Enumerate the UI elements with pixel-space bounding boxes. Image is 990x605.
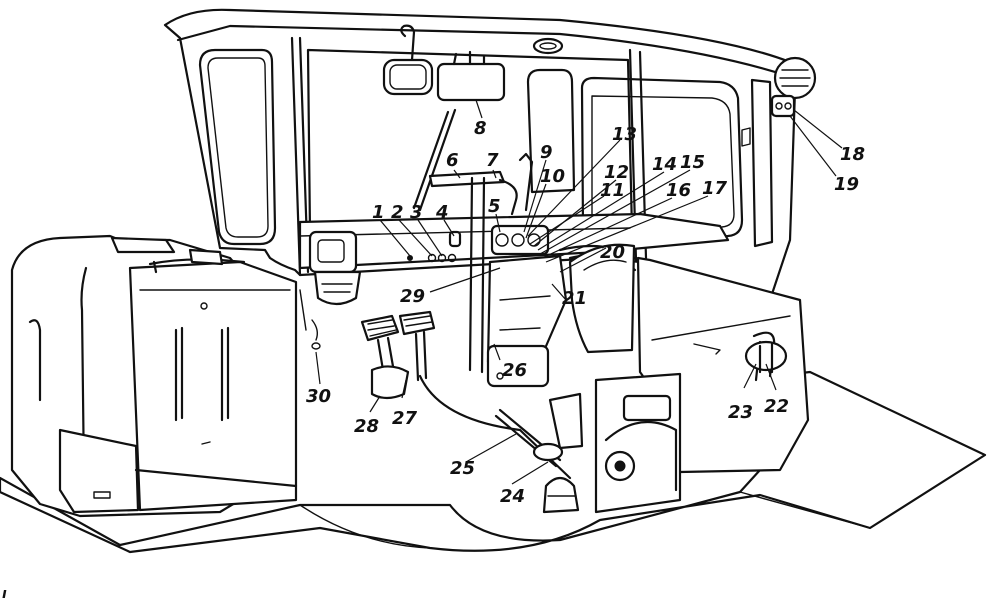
callout-8: 8 xyxy=(474,118,487,139)
callout-leaders xyxy=(315,99,843,485)
sun-visor xyxy=(436,50,506,102)
callout-17: 17 xyxy=(702,178,728,199)
callout-15: 15 xyxy=(680,152,705,173)
floor-lever xyxy=(494,392,584,514)
callout-5: 5 xyxy=(488,196,501,217)
callout-28: 28 xyxy=(354,416,379,437)
callout-30: 30 xyxy=(306,386,331,407)
seat xyxy=(568,243,636,354)
callout-13: 13 xyxy=(612,124,637,145)
callout-11: 11 xyxy=(600,180,625,201)
callout-19: 19 xyxy=(834,174,859,195)
callout-3: 3 xyxy=(410,202,423,223)
corner-mark: ı xyxy=(2,586,7,600)
clutch-pedal xyxy=(360,314,410,400)
callout-7: 7 xyxy=(486,150,499,171)
callout-16: 16 xyxy=(666,180,691,201)
brake-pedal xyxy=(398,310,572,480)
callout-1: 1 xyxy=(372,202,385,223)
callout-14: 14 xyxy=(652,154,677,175)
callout-6: 6 xyxy=(446,150,459,171)
callout-4: 4 xyxy=(435,202,449,223)
callout-25: 25 xyxy=(450,458,475,479)
callout-18: 18 xyxy=(840,144,865,165)
callout-20: 20 xyxy=(600,242,625,263)
control-levers xyxy=(407,108,568,388)
callout-2: 2 xyxy=(391,202,404,223)
cab-lamp xyxy=(770,56,817,118)
rear-view-mirror xyxy=(382,24,434,96)
callout-12: 12 xyxy=(604,162,629,183)
callout-26: 26 xyxy=(502,360,527,381)
callout-labels: 1 2 3 4 5 6 7 8 9 10 11 12 13 14 15 16 1… xyxy=(2,118,865,602)
callout-22: 22 xyxy=(764,396,789,417)
callout-10: 10 xyxy=(540,166,565,187)
callout-21: 21 xyxy=(562,288,587,309)
callout-29: 29 xyxy=(400,286,425,307)
callout-27: 27 xyxy=(392,408,418,429)
door-panel xyxy=(594,256,810,514)
fuel-tank xyxy=(10,234,321,518)
callout-24: 24 xyxy=(500,486,525,507)
cab-floor xyxy=(0,370,987,554)
callout-9: 9 xyxy=(540,142,553,163)
callout-23: 23 xyxy=(728,402,753,423)
